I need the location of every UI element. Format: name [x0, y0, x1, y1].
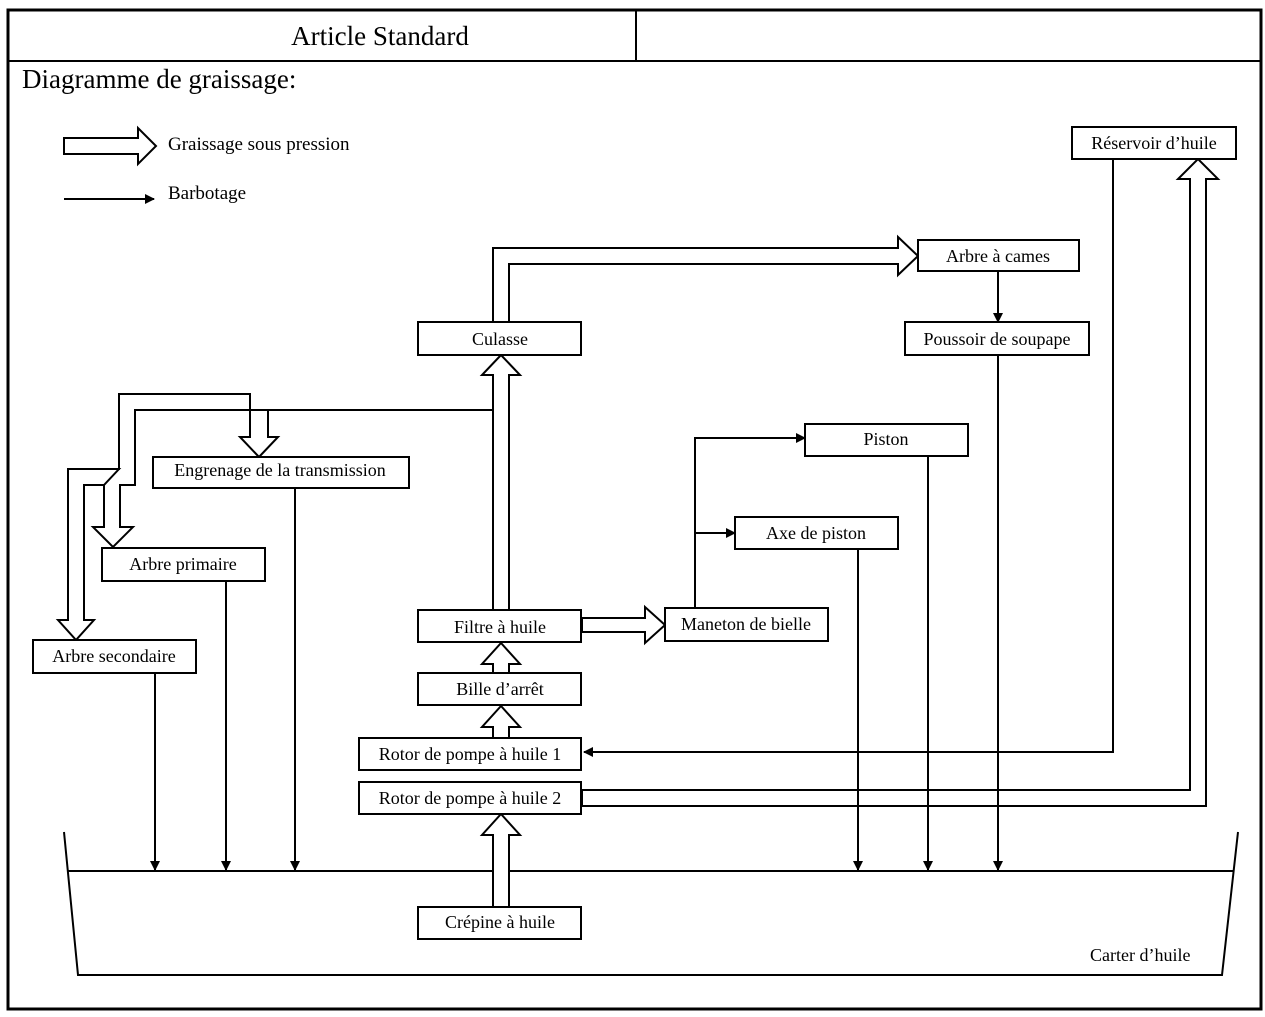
box-check-ball: Bille d’arrêt — [417, 672, 582, 706]
diagram-title: Diagramme de graissage: — [22, 64, 296, 94]
pressure-rotor1-to-check-ball — [479, 704, 523, 739]
pressure-rotor2-to-reservoir — [581, 157, 1221, 807]
oil-pump-rotor-2-label: Rotor de pompe à huile 2 — [379, 788, 561, 808]
piston-label: Piston — [863, 429, 908, 449]
splash-reservoir-to-rotor1 — [583, 160, 1114, 757]
valve-lifter-label: Poussoir de soupape — [924, 329, 1071, 349]
oil-reservoir-label: Réservoir d’huile — [1091, 133, 1216, 153]
pressure-branch-to-transmission — [237, 409, 493, 459]
camshaft-label: Arbre à cames — [946, 246, 1050, 266]
oil-pan — [63, 831, 1239, 976]
cylinder-head-label: Culasse — [472, 329, 528, 349]
header-title: Article Standard — [291, 21, 469, 51]
box-oil-filter: Filtre à huile — [417, 609, 582, 643]
secondary-shaft-label: Arbre secondaire — [52, 646, 175, 666]
oil-strainer-label: Crépine à huile — [445, 912, 555, 932]
box-piston: Piston — [804, 423, 969, 457]
box-camshaft: Arbre à cames — [917, 239, 1080, 272]
pressure-branch-to-secondary-shaft — [55, 468, 122, 642]
pressure-check-ball-to-filter — [479, 641, 523, 674]
legend-pressure-label: Graissage sous pression — [168, 134, 350, 155]
box-valve-lifter: Poussoir de soupape — [904, 321, 1090, 356]
piston-pin-label: Axe de piston — [766, 523, 866, 543]
box-transmission-gear: Engrenage de la transmission — [152, 456, 410, 489]
oil-filter-label: Filtre à huile — [454, 617, 546, 637]
oil-pan-label: Carter d’huile — [1090, 945, 1190, 965]
box-oil-strainer: Crépine à huile — [417, 906, 582, 940]
box-cylinder-head: Culasse — [417, 321, 582, 356]
oil-pump-rotor-1-label: Rotor de pompe à huile 1 — [379, 744, 561, 764]
pressure-head-to-camshaft — [492, 234, 920, 323]
pressure-filter-to-cylinder-head — [479, 353, 523, 611]
primary-shaft-label: Arbre primaire — [129, 554, 236, 574]
outer-frame — [6, 8, 1263, 1011]
legend-pressure-arrow — [63, 125, 158, 167]
box-secondary-shaft: Arbre secondaire — [32, 639, 197, 674]
crank-pin-label: Maneton de bielle — [681, 614, 811, 634]
box-oil-reservoir: Réservoir d’huile — [1071, 126, 1237, 160]
pressure-strainer-to-rotor2 — [479, 812, 523, 908]
box-oil-pump-rotor-1: Rotor de pompe à huile 1 — [358, 737, 582, 771]
box-crank-pin: Maneton de bielle — [664, 607, 829, 642]
legend-splash-label: Barbotage — [168, 183, 246, 204]
pressure-filter-to-crank-pin — [581, 604, 667, 646]
box-piston-pin: Axe de piston — [734, 516, 899, 550]
splash-crank-pin-to-piston — [694, 433, 806, 608]
box-oil-pump-rotor-2: Rotor de pompe à huile 2 — [358, 781, 582, 815]
check-ball-label: Bille d’arrêt — [456, 679, 543, 699]
transmission-gear-label: Engrenage de la transmission — [174, 460, 385, 480]
box-primary-shaft: Arbre primaire — [101, 547, 266, 582]
